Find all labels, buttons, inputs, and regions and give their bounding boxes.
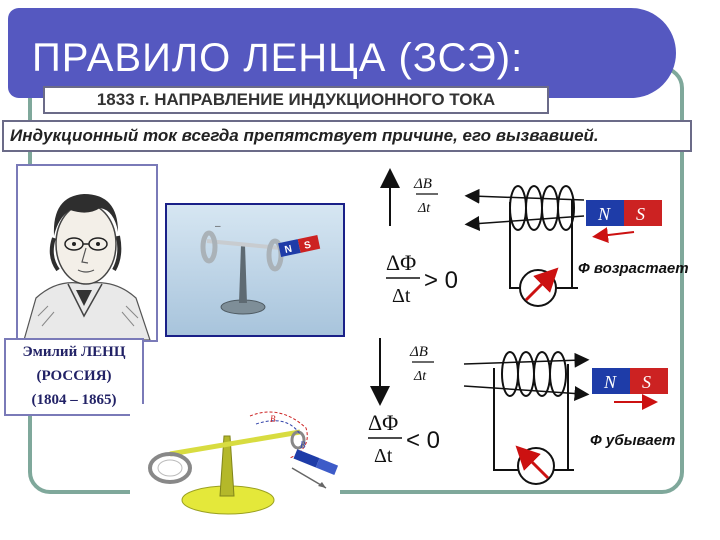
- svg-text:Δt: Δt: [417, 201, 431, 216]
- svg-text:< 0: < 0: [406, 427, 440, 454]
- svg-text:Δt: Δt: [374, 445, 393, 467]
- svg-text:ΔB: ΔB: [409, 344, 428, 360]
- magnet-top-n-label: N: [597, 204, 611, 224]
- svg-text:> 0: > 0: [424, 267, 458, 294]
- lenz-portrait-image: [18, 166, 156, 340]
- flux-condition-bottom: ΔΦ Δt < 0: [368, 410, 440, 467]
- rule-statement: Индукционный ток всегда препятствует при…: [2, 120, 692, 152]
- rate-label-bottom: ΔB Δt: [409, 344, 434, 384]
- subtitle-box: 1833 г. НАПРАВЛЕНИЕ ИНДУКЦИОННОГО ТОКА: [43, 86, 549, 114]
- magnet-top-motion-arrow: [600, 232, 634, 236]
- svg-text:Δt: Δt: [392, 285, 411, 307]
- apparatus-drawing: – N S: [167, 205, 343, 335]
- caption-years: (1804 – 1865): [6, 388, 142, 412]
- flux-condition-top: ΔΦ Δt > 0: [386, 250, 458, 307]
- svg-text:B: B: [300, 440, 306, 450]
- svg-text:Δt: Δt: [413, 369, 427, 384]
- flux-state-top: Ф возрастает: [578, 260, 689, 277]
- lenz-apparatus-image: – N S: [165, 203, 345, 337]
- coil-top: [510, 186, 574, 230]
- title-underline: [552, 100, 642, 103]
- svg-text:–: –: [215, 221, 221, 232]
- svg-text:ΔB: ΔB: [413, 176, 432, 192]
- portrait-frame: [16, 164, 158, 342]
- magnet-bottom-s-label: S: [642, 372, 651, 392]
- magnet-top-s-label: S: [636, 204, 645, 224]
- svg-text:B: B: [270, 414, 276, 424]
- apparatus-drawing-2: B B: [130, 404, 340, 522]
- portrait-caption: Эмилий ЛЕНЦ (РОССИЯ) (1804 – 1865): [4, 338, 144, 416]
- title-bar: ПРАВИЛО ЛЕНЦА (ЗСЭ):: [8, 8, 676, 98]
- svg-text:ΔΦ: ΔΦ: [386, 250, 416, 275]
- caption-name: Эмилий ЛЕНЦ: [6, 340, 142, 364]
- flux-state-bottom: Ф убывает: [590, 432, 675, 449]
- svg-text:ΔΦ: ΔΦ: [368, 410, 398, 435]
- rate-label-top: ΔB Δt: [413, 176, 438, 216]
- magnet-bottom-n-label: N: [603, 372, 617, 392]
- caption-country: (РОССИЯ): [6, 364, 142, 388]
- lenz-apparatus-image-2: B B: [130, 404, 340, 522]
- slide-title: ПРАВИЛО ЛЕНЦА (ЗСЭ):: [32, 36, 523, 81]
